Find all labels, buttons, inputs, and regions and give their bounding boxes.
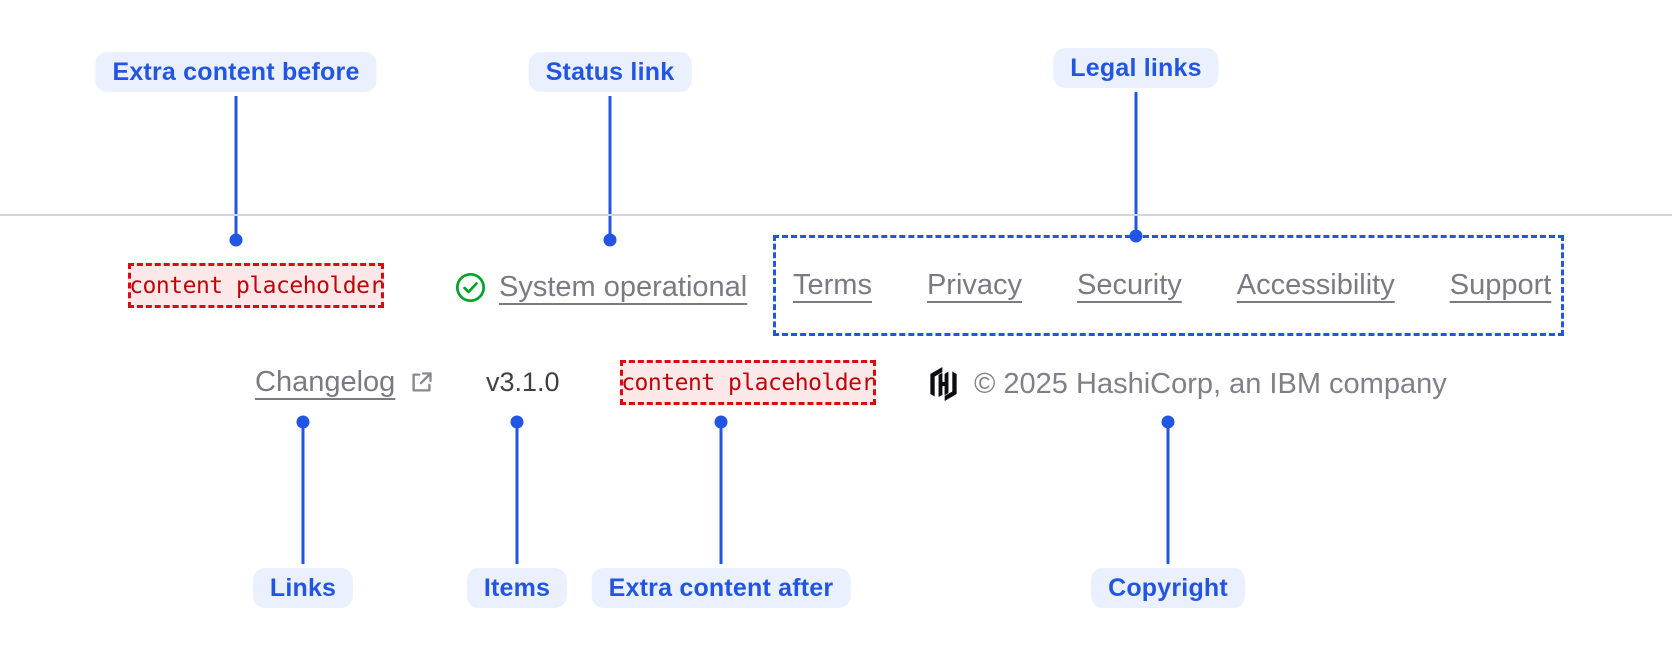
callout-status-link: Status link xyxy=(528,52,692,92)
connector-line-extra-content-before xyxy=(234,96,238,240)
connector-dot-copyright xyxy=(1161,415,1175,429)
hashicorp-logo-icon xyxy=(930,367,957,401)
legal-link-support[interactable]: Support xyxy=(1449,269,1552,301)
connector-dot-items xyxy=(510,415,524,429)
legal-links-container: Terms Privacy Security Accessibility Sup… xyxy=(773,235,1564,336)
status-link-label: System operational xyxy=(499,270,748,303)
callout-extra-content-before: Extra content before xyxy=(95,52,377,92)
version-item: v3.1.0 xyxy=(486,367,560,397)
copyright: © 2025 HashiCorp, an IBM company xyxy=(928,366,1447,402)
legal-link-privacy[interactable]: Privacy xyxy=(926,269,1023,301)
external-link-icon xyxy=(412,371,432,392)
link-changelog[interactable]: Changelog xyxy=(255,364,435,400)
legal-link-accessibility[interactable]: Accessibility xyxy=(1236,269,1395,301)
connector-dot-links xyxy=(296,415,310,429)
connector-dot-extra-content-after xyxy=(714,415,728,429)
connector-line-links xyxy=(301,422,305,564)
callout-copyright: Copyright xyxy=(1091,568,1245,608)
connector-line-legal-links xyxy=(1134,92,1138,236)
connector-dot-status-link xyxy=(603,233,617,247)
callout-items: Items xyxy=(466,568,568,608)
legal-link-security[interactable]: Security xyxy=(1077,269,1182,301)
check-circle-icon xyxy=(455,272,486,302)
status-link[interactable]: System operational xyxy=(455,270,747,304)
callout-legal-links: Legal links xyxy=(1053,48,1219,88)
connector-line-extra-content-after xyxy=(719,422,723,564)
extra-content-before-placeholder: content placeholder xyxy=(128,263,384,308)
copyright-text: © 2025 HashiCorp, an IBM company xyxy=(974,367,1447,400)
legal-link-terms[interactable]: Terms xyxy=(793,269,872,301)
connector-dot-extra-content-before xyxy=(229,233,243,247)
callout-links: Links xyxy=(252,568,354,608)
connector-line-status-link xyxy=(608,96,612,240)
changelog-label: Changelog xyxy=(255,365,396,398)
connector-line-items xyxy=(515,422,519,564)
extra-content-after-placeholder: content placeholder xyxy=(620,360,876,405)
footer-top-divider xyxy=(0,214,1672,216)
connector-line-copyright xyxy=(1166,422,1170,564)
callout-extra-content-after: Extra content after xyxy=(591,568,851,608)
